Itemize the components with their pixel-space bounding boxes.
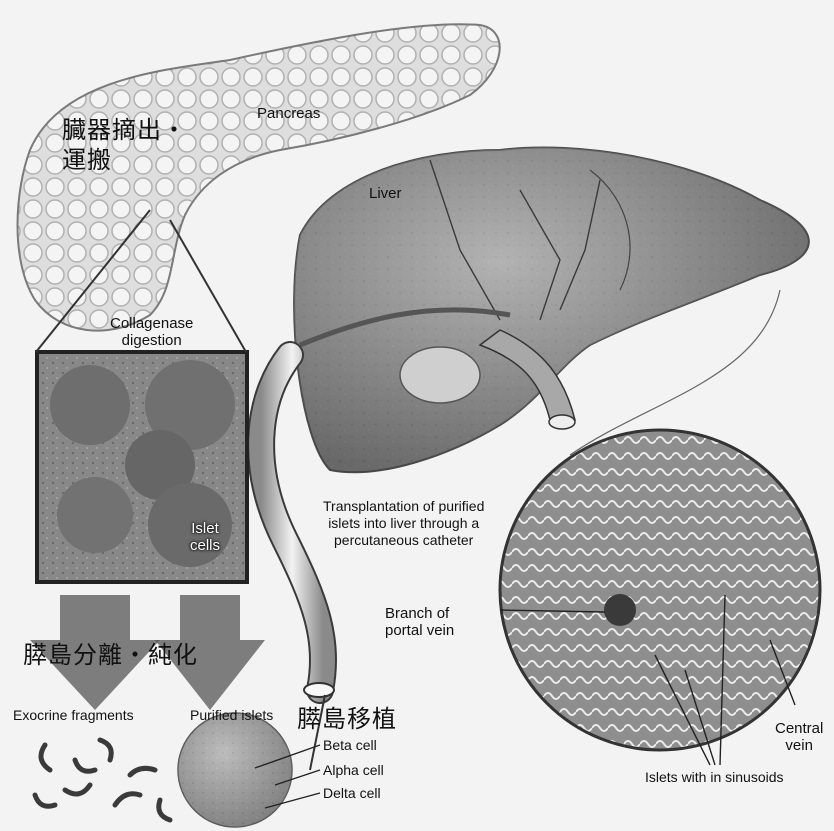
islet-isolation-jp: 膵島分離・純化	[23, 640, 198, 670]
exocrine-fragments	[35, 740, 170, 820]
islet-transplant-jp: 膵島移植	[297, 704, 397, 734]
delta-cell-label: Delta cell	[323, 785, 381, 802]
islets-sinusoids-label: Islets with in sinusoids	[645, 769, 784, 786]
liver-label: Liver	[369, 185, 402, 202]
islet-cells-label: Islet cells	[190, 520, 220, 554]
pancreas-label: Pancreas	[257, 105, 320, 122]
organ-retrieval-jp: 臓器摘出・	[62, 115, 187, 145]
exocrine-label: Exocrine fragments	[13, 707, 134, 724]
transplantation-label: Transplantation of purified islets into …	[323, 498, 484, 549]
alpha-cell-label: Alpha cell	[323, 762, 384, 779]
transport-jp: 運搬	[62, 145, 112, 175]
beta-cell-label: Beta cell	[323, 737, 377, 754]
collagenase-label: Collagenase digestion	[110, 315, 193, 349]
branch-portal-label: Branch of portal vein	[385, 605, 454, 639]
central-vein-label: Central vein	[775, 720, 823, 754]
purified-label: Purified islets	[190, 707, 273, 724]
